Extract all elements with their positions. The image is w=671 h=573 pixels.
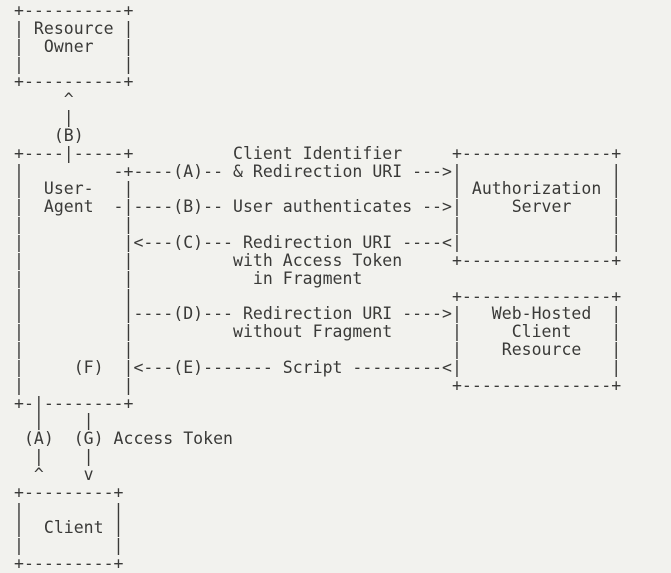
oauth-implicit-grant-ascii-diagram: +----------+ | Resource | | Owner | | | … bbox=[14, 1, 622, 573]
page-background: +----------+ | Resource | | Owner | | | … bbox=[14, 1, 622, 573]
screen: { "page": { "background_color": "#f2f2ee… bbox=[14, 1, 622, 573]
